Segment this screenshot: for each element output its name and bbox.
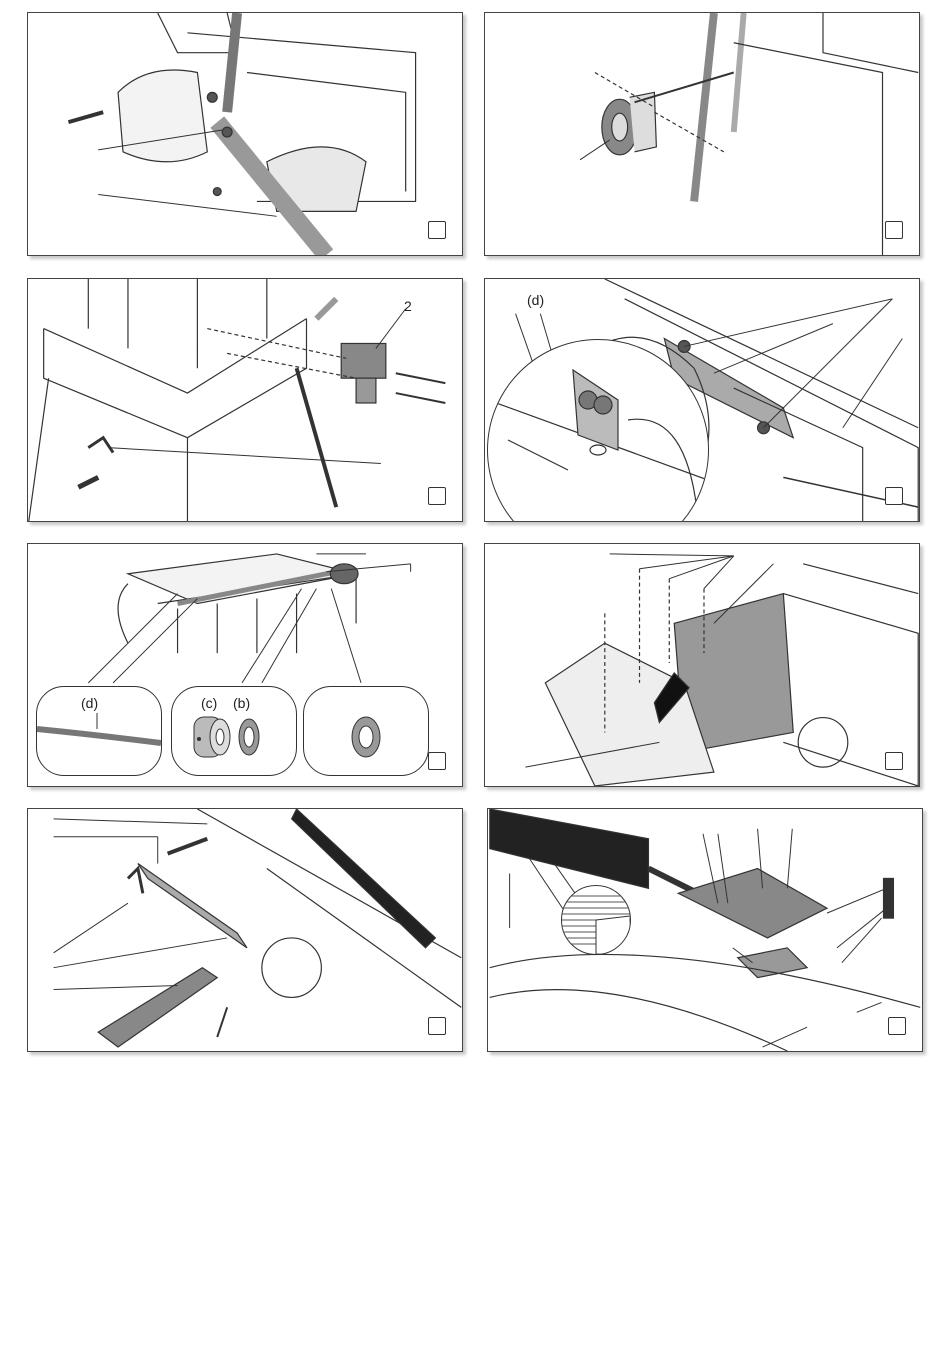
inset-washer	[304, 687, 428, 775]
figure-panel-3: 2	[27, 278, 463, 522]
inset-shaft-groove	[37, 687, 161, 775]
illustration-table-cover-mounting	[485, 544, 919, 786]
detail-inset-washer	[303, 686, 429, 776]
figure-panel-6	[484, 543, 920, 787]
figure-number-box	[428, 752, 446, 770]
callout-label: 2	[404, 299, 412, 313]
illustration-fence-guide-mounting	[488, 809, 922, 1051]
illustration-wheel-mounting	[485, 13, 919, 255]
figure-number-box	[885, 487, 903, 505]
illustration-planer-assembly	[28, 13, 462, 255]
figure-number-box	[888, 1017, 906, 1035]
figure-panel-1	[27, 12, 463, 256]
detail-inset-circle	[561, 885, 631, 955]
figure-panel-5: (d) (c) (b)	[27, 543, 463, 787]
illustration-motor-switch-mounting	[28, 279, 462, 521]
callout-label-d: (d)	[81, 696, 98, 710]
callout-label-c: (c)	[201, 696, 217, 710]
detail-inset-shaft	[36, 686, 162, 776]
callout-label-d: (d)	[527, 293, 544, 307]
callout-label-b: (b)	[233, 696, 250, 710]
detail-inset-circle	[487, 339, 709, 522]
inset-adjustment-detail	[488, 340, 708, 522]
figure-panel-7	[27, 808, 463, 1052]
figure-number-box	[885, 221, 903, 239]
illustration-fence-bracket-mounting	[28, 809, 462, 1051]
figure-number-box	[428, 1017, 446, 1035]
figure-number-box	[428, 221, 446, 239]
figure-panel-4: (d)	[484, 278, 920, 522]
figure-number-box	[428, 487, 446, 505]
figure-panel-2	[484, 12, 920, 256]
figure-panel-8	[487, 808, 923, 1052]
figure-number-box	[885, 752, 903, 770]
inset-fence-hatching	[562, 886, 630, 954]
